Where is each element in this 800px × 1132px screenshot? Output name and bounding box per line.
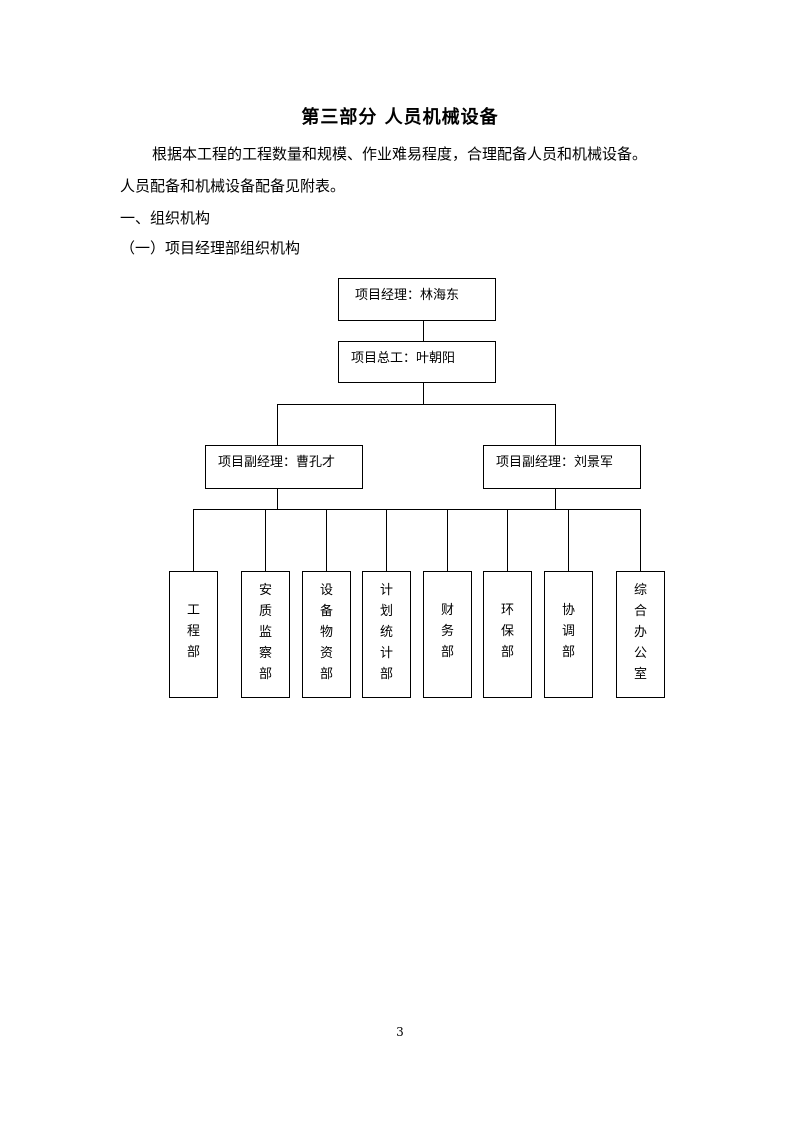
dept-char: 划 xyxy=(379,604,393,619)
intro-paragraph-line-1: 根据本工程的工程数量和规模、作业难易程度，合理配备人员和机械设备。 xyxy=(152,145,648,163)
connector-dept-5 xyxy=(447,509,448,572)
dept-char: 部 xyxy=(319,667,333,682)
dept-char: 部 xyxy=(379,667,393,682)
org-box-dept-environmental: 环 保 部 xyxy=(483,571,532,698)
connector-dept-3 xyxy=(326,509,327,572)
dept-char: 部 xyxy=(500,645,514,660)
dept-char: 程 xyxy=(186,624,200,639)
connector-dept-6 xyxy=(507,509,508,572)
dept-char: 计 xyxy=(379,646,393,661)
connector-dept-4 xyxy=(386,509,387,572)
dept-char: 部 xyxy=(561,645,575,660)
connector-to-deputy-1 xyxy=(277,404,278,446)
org-box-deputy-manager-1-label: 项目副经理：曹孔才 xyxy=(218,455,336,470)
dept-char: 计 xyxy=(379,583,393,598)
dept-char: 统 xyxy=(379,625,393,640)
subsection-heading: （一）项目经理部组织机构 xyxy=(120,239,301,257)
connector-dept-1 xyxy=(193,509,194,572)
dept-char: 物 xyxy=(319,625,333,640)
dept-char: 环 xyxy=(500,603,514,618)
org-box-dept-planning-statistics: 计 划 统 计 部 xyxy=(362,571,411,698)
dept-char: 调 xyxy=(561,624,575,639)
dept-char: 协 xyxy=(561,603,575,618)
dept-char: 监 xyxy=(258,625,272,640)
dept-char: 办 xyxy=(633,625,647,640)
org-box-dept-safety-quality: 安 质 监 察 部 xyxy=(241,571,290,698)
org-box-manager-label: 项目经理：林海东 xyxy=(355,288,460,303)
dept-char: 财 xyxy=(440,603,454,618)
dept-char: 察 xyxy=(258,646,272,661)
connector-deputy-2-down xyxy=(555,488,556,509)
connector-deputies-horizontal xyxy=(277,404,556,405)
connector-dept-8 xyxy=(640,509,641,572)
org-box-dept-coordination: 协 调 部 xyxy=(544,571,593,698)
org-box-deputy-manager-2-label: 项目副经理：刘景军 xyxy=(496,455,614,470)
dept-char: 备 xyxy=(319,604,333,619)
connector-manager-to-chief xyxy=(423,320,424,342)
dept-char: 公 xyxy=(633,646,647,661)
page-title: 第三部分 人员机械设备 xyxy=(301,107,499,128)
connector-chief-down xyxy=(423,382,424,404)
dept-char: 设 xyxy=(319,583,333,598)
org-box-manager: 项目经理：林海东 xyxy=(338,278,496,321)
dept-char: 合 xyxy=(633,604,647,619)
org-box-chief-engineer: 项目总工：叶朝阳 xyxy=(338,341,496,383)
dept-char: 安 xyxy=(258,583,272,598)
dept-char: 综 xyxy=(633,583,647,598)
dept-char: 部 xyxy=(258,667,272,682)
connector-dept-7 xyxy=(568,509,569,572)
dept-char: 部 xyxy=(440,645,454,660)
connector-dept-2 xyxy=(265,509,266,572)
section-heading: 一、组织机构 xyxy=(120,209,211,227)
dept-char: 务 xyxy=(440,624,454,639)
dept-char: 质 xyxy=(258,604,272,619)
org-box-chief-engineer-label: 项目总工：叶朝阳 xyxy=(351,351,456,366)
org-box-dept-engineering: 工 程 部 xyxy=(169,571,218,698)
dept-char: 工 xyxy=(186,603,200,618)
connector-departments-horizontal xyxy=(193,509,641,510)
org-box-dept-finance: 财 务 部 xyxy=(423,571,472,698)
connector-to-deputy-2 xyxy=(555,404,556,446)
dept-char: 保 xyxy=(500,624,514,639)
org-box-dept-general-office: 综 合 办 公 室 xyxy=(616,571,665,698)
dept-char: 部 xyxy=(186,645,200,660)
connector-deputy-1-down xyxy=(277,488,278,509)
dept-char: 资 xyxy=(319,646,333,661)
org-box-deputy-manager-1: 项目副经理：曹孔才 xyxy=(205,445,363,489)
page-number: 3 xyxy=(396,1025,404,1039)
org-box-dept-equipment-materials: 设 备 物 资 部 xyxy=(302,571,351,698)
intro-paragraph-line-2: 人员配备和机械设备配备见附表。 xyxy=(120,177,346,195)
dept-char: 室 xyxy=(633,667,647,682)
org-box-deputy-manager-2: 项目副经理：刘景军 xyxy=(483,445,641,489)
